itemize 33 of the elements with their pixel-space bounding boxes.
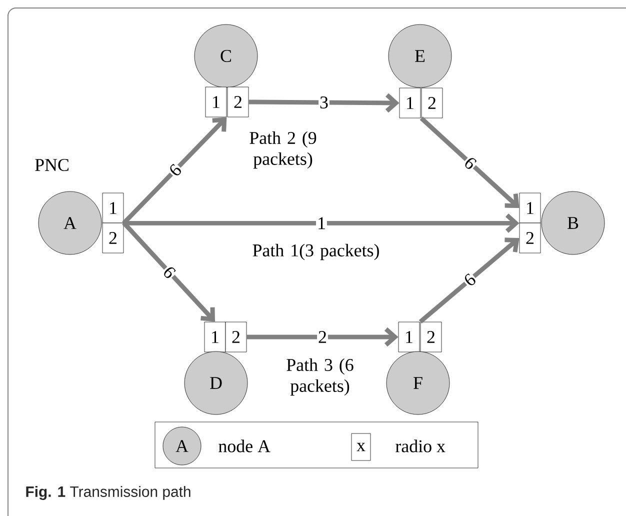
path-label: Path 2 (9 packets) — [250, 131, 316, 169]
figure-caption: Fig. 1 Transmission path — [26, 486, 190, 500]
radio-box: 2 — [420, 322, 442, 352]
edge-label: 6 — [164, 267, 176, 278]
legend-label: node A — [218, 440, 270, 452]
radio-box: 2 — [519, 222, 541, 254]
edge-label: 6 — [465, 158, 477, 169]
arrow — [122, 117, 227, 225]
radio-box: 2 — [225, 322, 247, 352]
edge-label: 3 — [320, 96, 328, 109]
path-label: Path 1(3 packets) — [252, 244, 379, 260]
radio-box: 2 — [227, 86, 249, 118]
legend-radio-box: x — [351, 433, 371, 461]
node-caption: PNC — [35, 158, 68, 172]
path-label: Path 3 (6 packets) — [286, 358, 354, 396]
radio-box: 2 — [102, 222, 124, 254]
arrow — [122, 221, 215, 322]
legend-label: radio x — [396, 440, 446, 452]
arrow — [248, 93, 400, 113]
radio-box: 1 — [398, 322, 420, 352]
radio-box: 1 — [102, 192, 124, 224]
radio-box: 2 — [421, 88, 443, 118]
edge-label: 2 — [318, 331, 326, 343]
arrow — [246, 327, 398, 347]
radio-box: 1 — [399, 88, 421, 118]
radio-box: 1 — [204, 322, 226, 352]
radio-box: 1 — [205, 86, 227, 118]
edge-label: 6 — [465, 273, 476, 286]
edge-label: 1 — [318, 217, 325, 230]
radio-box: 1 — [519, 192, 541, 224]
arrow — [420, 116, 520, 208]
edge-label: 6 — [170, 164, 181, 176]
arrow — [418, 238, 520, 324]
